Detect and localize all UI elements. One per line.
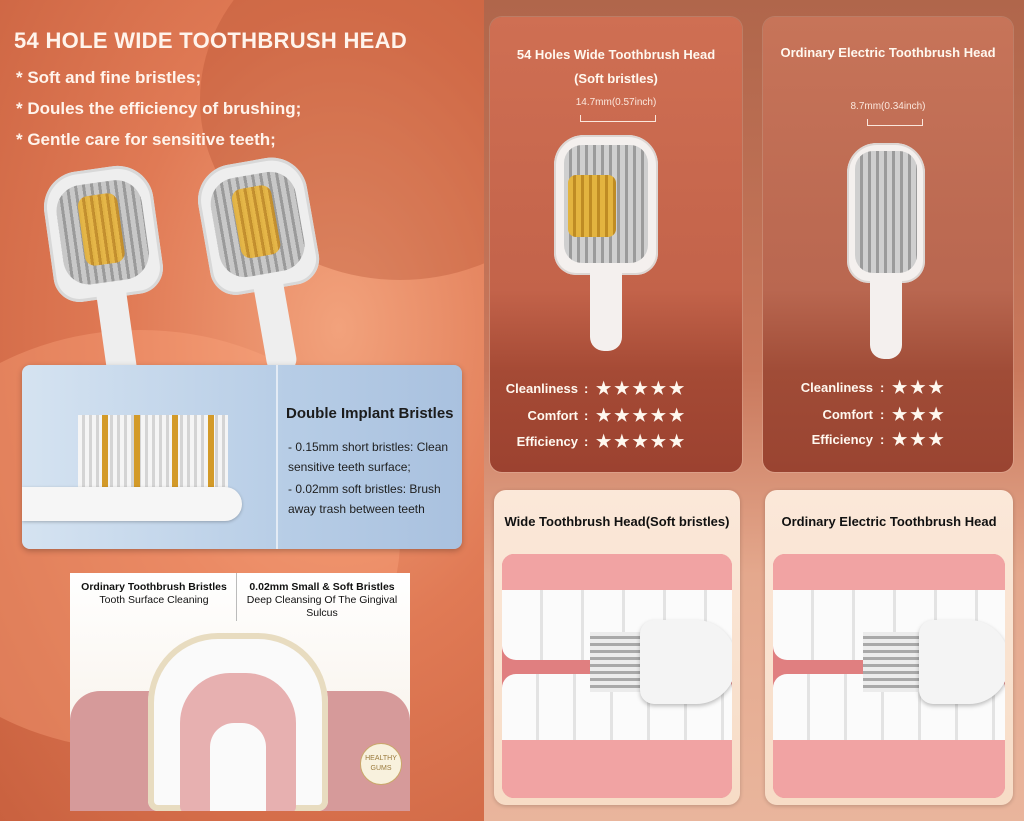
implant-point-short: - 0.15mm short bristles: Clean sensitive… — [288, 440, 449, 474]
star-icon: ★★★★★ — [596, 379, 688, 398]
ordinary-bristles-title: Ordinary Toothbrush Bristles — [81, 581, 227, 593]
soft-bristles-title: 0.02mm Small & Soft Bristles — [249, 581, 395, 593]
feature-bullet: * Gentle care for sensitive teeth; — [16, 130, 276, 149]
rating-label: Cleanliness — [505, 381, 578, 396]
brush-bristles-image — [590, 632, 644, 692]
star-icon: ★★★ — [892, 378, 947, 397]
rating-colon: : — [584, 408, 589, 423]
rating-label: Comfort — [822, 407, 873, 422]
implant-point-soft: - 0.02mm soft bristles: Brush away trash… — [288, 482, 441, 516]
mouth-illustration — [502, 554, 732, 798]
ordinary-brush-in-mouth-image — [919, 620, 1005, 704]
feature-bullet: * Soft and fine bristles; — [16, 68, 202, 87]
star-icon: ★★★★★ — [596, 406, 688, 425]
star-icon: ★★★★★ — [596, 432, 688, 451]
star-icon: ★★★ — [892, 405, 947, 424]
ordinary-head-card: Ordinary Electric Toothbrush Head 8.7mm(… — [763, 17, 1013, 472]
tooth-diagram-panel: Ordinary Toothbrush Bristles Tooth Surfa… — [70, 573, 410, 811]
soft-bristle-strand — [102, 415, 108, 493]
wide-head-mouth-card: Wide Toothbrush Head(Soft bristles) — [494, 490, 740, 805]
rating-colon: : — [880, 380, 885, 395]
soft-bristles-subtitle: Deep Cleansing Of The Gingival Sulcus — [246, 594, 398, 619]
brush-base-image — [22, 487, 242, 521]
rating-colon: : — [880, 432, 885, 447]
rating-label: Efficiency — [811, 432, 873, 447]
soft-bristle-strand — [134, 415, 140, 493]
rating-label: Comfort — [527, 408, 578, 423]
healthy-gums-badge: HEALTHY GUMS — [360, 743, 402, 785]
feature-bullet: * Doules the efficiency of brushing; — [16, 99, 302, 118]
soft-bristle-strand — [172, 415, 178, 493]
wide-ratings: Cleanliness : ★★★★★ Comfort : ★★★★★ Effi… — [490, 369, 742, 472]
soft-bristle-strand — [208, 415, 214, 493]
mouth-illustration — [773, 554, 1005, 798]
star-icon: ★★★ — [892, 430, 947, 449]
ordinary-mouth-title: Ordinary Electric Toothbrush Head — [781, 514, 997, 529]
ordinary-head-mouth-card: Ordinary Electric Toothbrush Head — [765, 490, 1013, 805]
badge-text: GUMS — [370, 765, 392, 772]
wide-head-title: 54 Holes Wide Toothbrush Head — [516, 47, 716, 62]
divider — [276, 365, 278, 549]
tooth-root-illustration — [210, 723, 266, 811]
rating-colon: : — [584, 434, 589, 449]
brush-bristles-image — [863, 632, 923, 692]
soft-bristles-caption: 0.02mm Small & Soft Bristles Deep Cleans… — [238, 581, 406, 620]
toothbrush-head-image — [39, 161, 174, 384]
measure-bracket-icon — [580, 115, 656, 122]
double-implant-panel: Double Implant Bristles - 0.15mm short b… — [22, 365, 462, 549]
ordinary-head-measure: 8.7mm(0.34inch) — [850, 101, 926, 112]
divider — [236, 573, 237, 621]
left-panel: 54 HOLE WIDE TOOTHBRUSH HEAD * Soft and … — [0, 0, 484, 821]
page-title: 54 HOLE WIDE TOOTHBRUSH HEAD — [14, 28, 408, 53]
ordinary-bristles-subtitle: Tooth Surface Cleaning — [99, 594, 209, 606]
wide-head-subtitle: (Soft bristles) — [574, 71, 658, 86]
wide-head-measure: 14.7mm(0.57inch) — [575, 97, 657, 108]
ordinary-bristles-caption: Ordinary Toothbrush Bristles Tooth Surfa… — [74, 581, 234, 607]
measure-bracket-icon — [867, 119, 923, 126]
rating-label: Efficiency — [516, 434, 578, 449]
badge-text: HEALTHY — [365, 755, 397, 762]
rating-colon: : — [584, 381, 589, 396]
implant-title: Double Implant Bristles — [286, 405, 454, 422]
rating-label: Cleanliness — [800, 380, 873, 395]
ordinary-head-title: Ordinary Electric Toothbrush Head — [780, 45, 996, 60]
wide-head-card: 54 Holes Wide Toothbrush Head (Soft bris… — [490, 17, 742, 472]
wide-mouth-title: Wide Toothbrush Head(Soft bristles) — [504, 514, 730, 529]
bristles-closeup-image — [78, 415, 228, 493]
wide-brush-in-mouth-image — [640, 620, 732, 704]
ordinary-ratings: Cleanliness : ★★★ Comfort : ★★★ Efficien… — [763, 369, 1013, 472]
rating-colon: : — [880, 407, 885, 422]
